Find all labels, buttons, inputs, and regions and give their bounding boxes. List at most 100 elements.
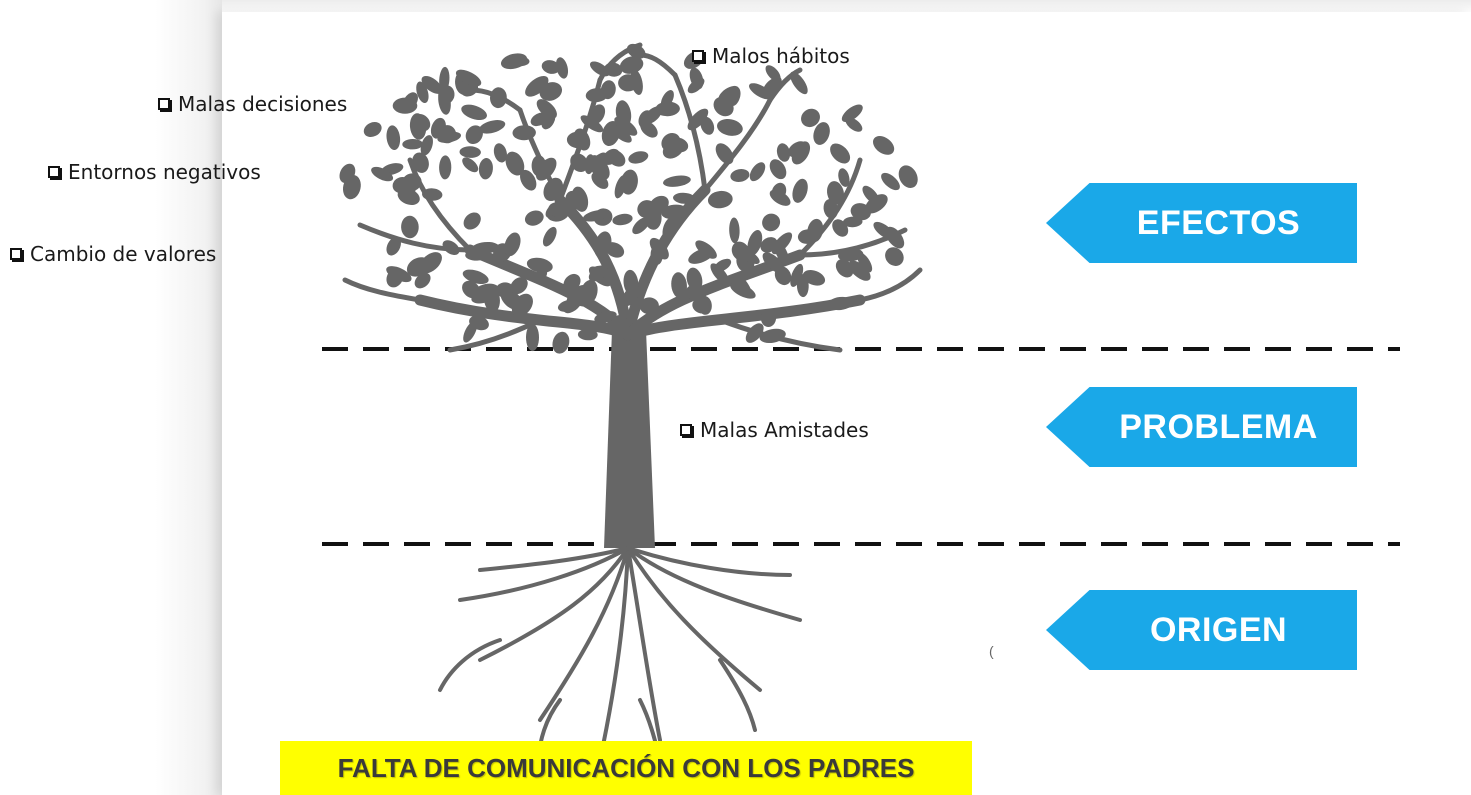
leaf	[412, 152, 429, 173]
leaf	[791, 141, 811, 165]
leaf	[611, 125, 632, 143]
leaf	[555, 57, 569, 79]
leaf	[439, 155, 452, 180]
leaf	[660, 90, 674, 109]
leaf	[813, 122, 830, 145]
leaf	[524, 210, 544, 226]
leaf	[749, 162, 766, 182]
leaf	[827, 181, 844, 205]
leaf	[465, 125, 483, 145]
leaf	[462, 269, 489, 285]
leaf	[489, 87, 507, 109]
leaf	[687, 77, 705, 94]
leaf	[736, 247, 760, 264]
checkbox-bullet-icon	[10, 248, 22, 260]
leaf	[692, 298, 711, 314]
leaf	[729, 217, 740, 244]
leaf	[749, 83, 773, 100]
leaf	[639, 297, 659, 315]
effect-item-text: Cambio de valores	[30, 242, 217, 266]
leaf	[542, 226, 557, 247]
leaf	[526, 323, 539, 352]
leaf	[688, 247, 715, 264]
leaf	[661, 133, 681, 152]
leaf	[610, 315, 629, 338]
leaf	[838, 248, 864, 262]
leaf	[644, 106, 662, 124]
leaf	[717, 118, 743, 136]
leaf	[801, 108, 820, 128]
leaf	[760, 309, 777, 327]
leaf	[430, 117, 446, 139]
effect-item-entornos-negativos: Entornos negativos	[48, 160, 261, 184]
problem-item-malas-amistades: Malas Amistades	[680, 418, 869, 442]
leaf	[898, 165, 918, 189]
leaf	[420, 135, 433, 156]
leaf	[483, 285, 500, 313]
leaf	[685, 284, 707, 301]
leaf	[594, 310, 617, 324]
leaf	[541, 60, 560, 74]
leaf	[471, 291, 493, 304]
leaf	[873, 136, 895, 155]
leaf	[579, 279, 598, 306]
leaf	[422, 188, 443, 201]
leaf	[588, 265, 608, 282]
leaf	[769, 159, 787, 180]
problem-item-text: Malas Amistades	[700, 418, 869, 442]
leaf	[493, 143, 507, 163]
leaf	[662, 217, 677, 241]
leaf	[838, 168, 850, 187]
leaf	[713, 96, 734, 117]
leaf	[614, 175, 627, 199]
leaf	[577, 328, 598, 341]
leaf	[461, 104, 487, 120]
leaf	[848, 260, 871, 281]
leaf	[471, 241, 499, 255]
leaf	[459, 146, 481, 158]
left-shadow	[0, 0, 222, 795]
leaf	[462, 157, 479, 173]
leaf	[841, 104, 863, 123]
leaf	[504, 232, 521, 257]
effect-item-cambio-de-valores: Cambio de valores	[10, 242, 216, 266]
leaf	[520, 169, 537, 191]
leaf	[412, 114, 431, 132]
trunk	[604, 330, 655, 548]
leaf	[628, 151, 649, 164]
root-cause-text: FALTA DE COMUNICACIÓN CON LOS PADRES	[337, 752, 915, 783]
leaf	[649, 237, 669, 260]
leaf	[728, 87, 741, 107]
leaf	[881, 172, 900, 191]
effect-item-malas-decisiones: Malas decisiones	[158, 92, 347, 116]
leaf	[707, 190, 733, 209]
leaf	[462, 280, 481, 299]
leaf	[414, 272, 431, 289]
leaf	[630, 69, 643, 95]
checkbox-bullet-icon	[692, 50, 704, 62]
leaf	[612, 213, 633, 226]
label-efectos-text: EFECTOS	[1136, 203, 1301, 242]
top-shadow	[222, 0, 1471, 14]
leaf	[507, 55, 530, 67]
leaf	[671, 272, 687, 299]
roots	[438, 546, 802, 762]
checkbox-bullet-icon	[48, 166, 60, 178]
leaf	[614, 116, 638, 136]
leaf	[771, 182, 787, 202]
leaves	[339, 43, 918, 354]
leaf	[807, 218, 824, 243]
leaf	[622, 284, 640, 307]
leaf	[392, 97, 418, 114]
leaf	[342, 174, 361, 200]
leaf	[386, 237, 401, 256]
leaf	[535, 260, 548, 278]
leaf	[589, 61, 610, 77]
leaf	[363, 122, 382, 137]
leaf	[730, 282, 756, 299]
leaf	[802, 270, 826, 286]
effect-item-text: Entornos negativos	[68, 160, 261, 184]
leaf	[463, 212, 481, 230]
leaf	[600, 80, 616, 100]
